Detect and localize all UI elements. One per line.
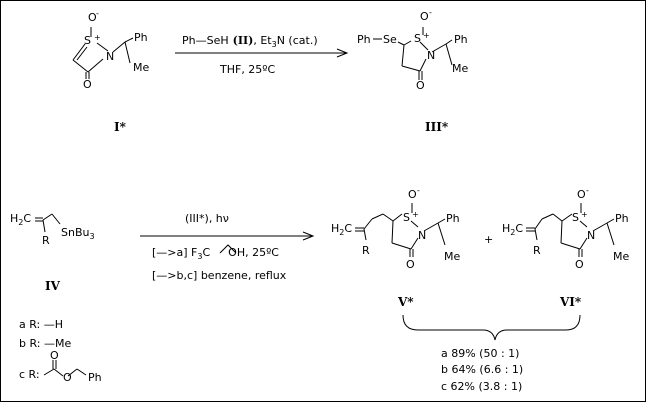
atom-h2c: H2C — [10, 212, 31, 227]
trifluoroethanol-chain — [219, 244, 237, 254]
atom-n: N — [418, 229, 426, 242]
compound-v-structure: H2C R O - S + N O Ph Me — [331, 186, 460, 271]
substituent-a: a R: —H — [19, 318, 63, 331]
atom-n: N — [427, 49, 435, 62]
charge-plus: + — [94, 33, 101, 42]
charge-minus: - — [429, 8, 432, 17]
conditions-bc: [—>b,c] benzene, reflux — [152, 269, 287, 282]
atom-s-plus: S — [84, 34, 91, 47]
compound-iii-structure: Ph Se O - S + N O Ph Me — [357, 8, 468, 92]
result-b: b 64% (6.6 : 1) — [441, 363, 523, 376]
atom-o: O — [575, 258, 584, 271]
atom-me: Me — [452, 62, 468, 75]
arrowhead-1 — [336, 48, 349, 58]
atom-n: N — [587, 229, 595, 242]
atom-h2c: H2C — [331, 222, 352, 237]
compound-iv-structure: H2C R SnBu3 — [10, 212, 95, 247]
atom-o: O — [63, 371, 72, 384]
atom-me: Me — [444, 250, 460, 263]
charge-minus: - — [417, 186, 420, 195]
atom-ph: Ph — [615, 212, 629, 225]
reagent-ph-seh: Ph—SeH(II), Et3N (cat.) — [182, 34, 318, 49]
atom-o-minus: O — [408, 188, 417, 201]
atom-s-plus: S — [403, 211, 410, 224]
charge-plus: + — [412, 210, 419, 219]
atom-ph: Ph — [134, 31, 148, 44]
compound-i-structure: O - S + N O Ph Me — [72, 9, 149, 91]
atom-me: Me — [613, 250, 629, 263]
atom-r: R — [533, 244, 541, 257]
compound-vi-structure: H2C R O - S + N O Ph Me — [502, 186, 629, 271]
arrowhead-2 — [302, 231, 315, 241]
atom-snbu3: SnBu3 — [61, 226, 95, 241]
atom-o: O — [416, 79, 425, 92]
atom-n: N — [106, 50, 114, 63]
reagent-iii-hv: (III*), hν — [185, 212, 229, 225]
atom-h2c: H2C — [502, 222, 523, 237]
charge-plus: + — [423, 31, 430, 40]
atom-se: Se — [383, 33, 397, 46]
conditions-thf: THF, 25ºC — [219, 63, 275, 76]
atom-o-minus: O — [577, 188, 586, 201]
compound-label-iii: III* — [425, 120, 449, 134]
compound-label-v: V* — [397, 295, 414, 309]
charge-minus: - — [586, 186, 589, 195]
atom-o: O — [50, 349, 59, 362]
atom-s-plus: S — [572, 211, 579, 224]
plus-sign: + — [484, 233, 493, 246]
atom-o-minus: O — [420, 10, 429, 23]
compound-label-i: I* — [114, 120, 127, 134]
atom-me: Me — [133, 61, 149, 74]
substituent-c-ester: O O Ph — [43, 349, 102, 384]
result-c: c 62% (3.8 : 1) — [441, 380, 522, 393]
charge-minus: - — [96, 9, 99, 18]
result-a: a 89% (50 : 1) — [441, 347, 519, 360]
atom-o-minus: O — [88, 11, 97, 24]
atom-r: R — [362, 244, 370, 257]
atom-ph: Ph — [446, 212, 460, 225]
atom-ph: Ph — [357, 33, 371, 46]
atom-ph: Ph — [88, 371, 102, 384]
charge-plus: + — [581, 210, 588, 219]
atom-r: R — [42, 234, 50, 247]
atom-o: O — [83, 78, 92, 91]
substituent-b: b R: —Me — [19, 337, 71, 350]
compound-label-vi: VI* — [559, 295, 582, 309]
atom-o: O — [406, 258, 415, 271]
compound-label-iv: IV — [45, 279, 61, 293]
atom-s-plus: S — [414, 32, 421, 45]
atom-ph: Ph — [454, 33, 468, 46]
product-brace — [402, 314, 581, 341]
substituent-c-label: c R: — [19, 368, 40, 381]
